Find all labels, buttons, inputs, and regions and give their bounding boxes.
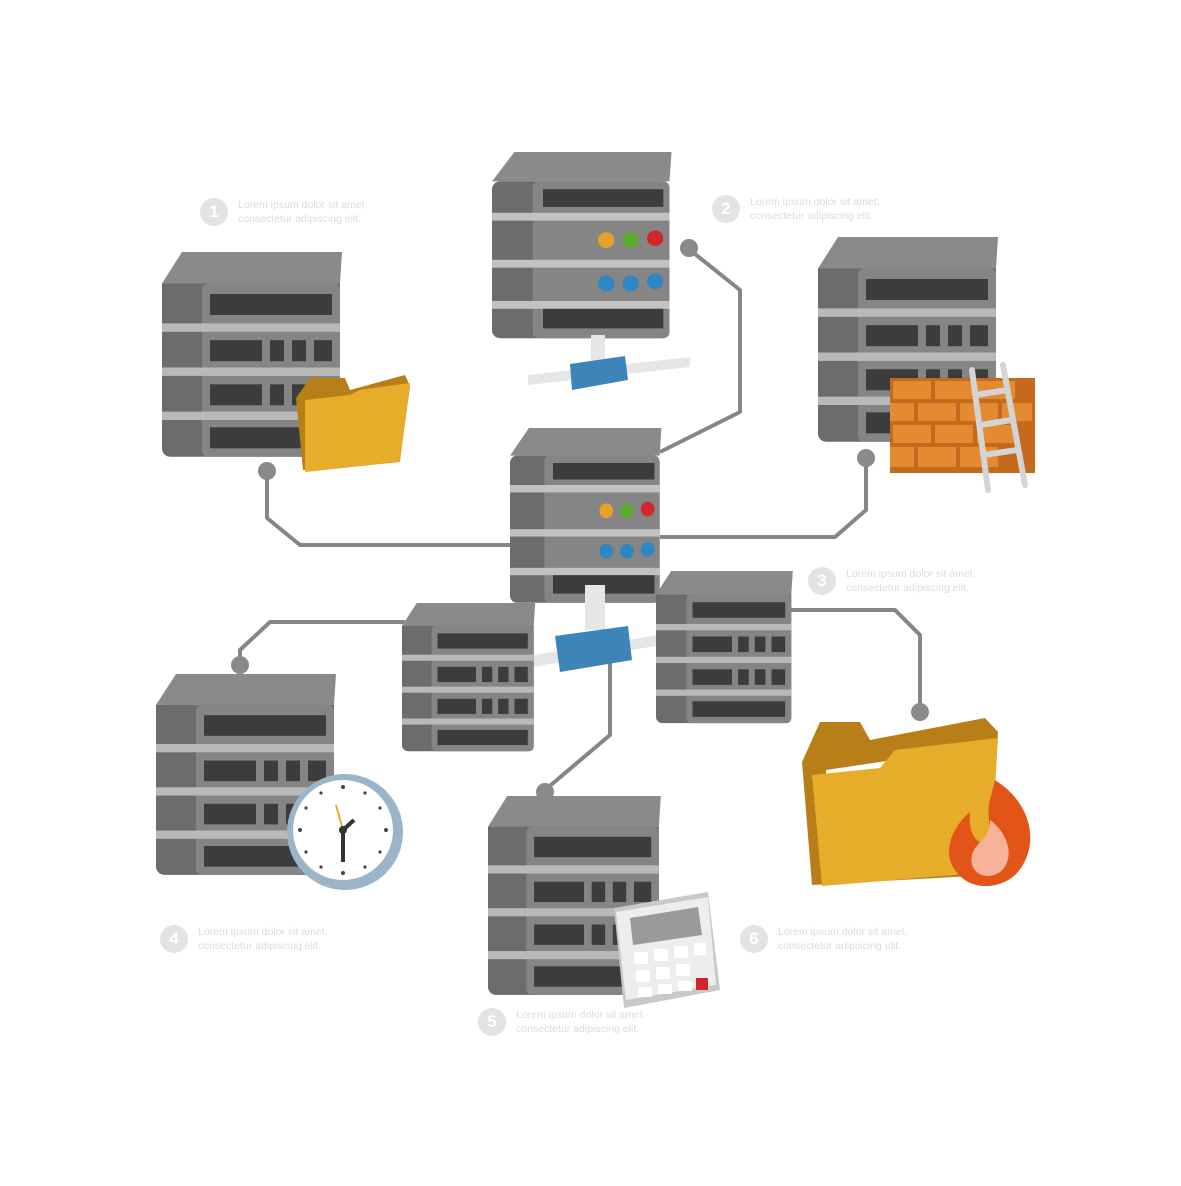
label-line-1: Lorem ipsum dolor sit amet,	[846, 568, 976, 580]
label-line-2: consectetur adipiscing elit.	[846, 582, 970, 594]
label-number: 2	[712, 195, 740, 223]
calculator-icon	[614, 892, 720, 1008]
label-2: 2 Lorem ipsum dolor sit amet, consectetur…	[712, 195, 880, 223]
connector-dots	[231, 239, 929, 801]
label-line-1: Lorem ipsum dolor sit amet,	[198, 926, 328, 938]
server-icon	[510, 428, 662, 603]
label-3: 3 Lorem ipsum dolor sit amet, consectetur…	[808, 567, 976, 595]
label-line-2: consectetur adipiscing elit.	[778, 940, 902, 952]
label-number: 3	[808, 567, 836, 595]
clock-icon	[287, 774, 403, 890]
label-number: 5	[478, 1008, 506, 1036]
label-line-1: Lorem ipsum dolor sit amet,	[516, 1009, 646, 1021]
label-line-2: consectetur adipiscing elit.	[238, 213, 362, 225]
network-hub-icon	[528, 335, 690, 390]
label-line-2: consectetur adipiscing elit.	[198, 940, 322, 952]
label-line-2: consectetur adipiscing elit.	[516, 1023, 640, 1035]
label-line-2: consectetur adipiscing elit.	[750, 210, 874, 222]
server-icon	[492, 152, 672, 339]
server-icon	[402, 603, 536, 752]
label-number: 4	[160, 925, 188, 953]
label-6: 6 Lorem ipsum dolor sit amet, consectetur…	[740, 925, 908, 953]
label-line-1: Lorem ipsum dolor sit amet,	[750, 196, 880, 208]
label-line-1: Lorem ipsum dolor sit amet,	[778, 926, 908, 938]
label-number: 6	[740, 925, 768, 953]
flame-icon	[949, 780, 1031, 887]
connector-lines	[238, 248, 922, 792]
label-number: 1	[200, 198, 228, 226]
label-line-1: Lorem ipsum dolor sit amet,	[238, 199, 368, 211]
ladder-icon	[969, 362, 1028, 493]
server-icon	[656, 571, 793, 724]
network-hub-icon	[533, 585, 690, 672]
label-5: 5 Lorem ipsum dolor sit amet, consectetur…	[478, 1008, 646, 1036]
folder-icon	[296, 375, 410, 472]
label-4: 4 Lorem ipsum dolor sit amet, consectetur…	[160, 925, 328, 953]
label-1: 1 Lorem ipsum dolor sit amet, consectetur…	[200, 198, 368, 226]
